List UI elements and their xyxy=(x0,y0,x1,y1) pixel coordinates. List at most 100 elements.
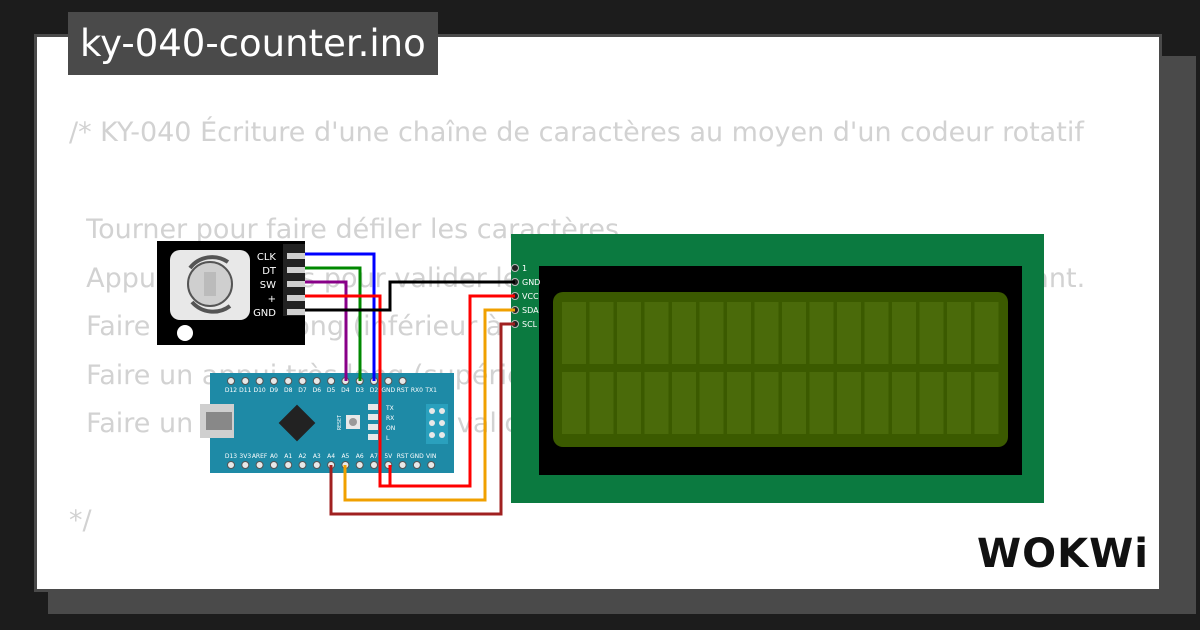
lcd-pin xyxy=(511,264,519,272)
lcd-char-cell xyxy=(974,372,999,434)
nano-pin-label: GND xyxy=(381,387,395,394)
svg-text:WOKWi: WOKWi xyxy=(977,531,1149,577)
lcd-char-cell xyxy=(644,372,669,434)
wire-dt xyxy=(305,266,362,381)
encoder-pin-label: CLK xyxy=(257,252,277,263)
status-led-label: ON xyxy=(386,425,395,432)
nano-pin-label: RST xyxy=(397,387,409,394)
status-led-label: RX xyxy=(386,415,394,422)
nano-pin-label: D4 xyxy=(341,387,350,394)
mcu-chip xyxy=(278,404,316,442)
lcd-char-cell xyxy=(864,372,889,434)
nano-pin xyxy=(269,461,278,469)
lcd-char-cell xyxy=(864,302,889,364)
lcd-char-cell xyxy=(892,372,916,434)
nano-pin-label: D12 xyxy=(225,387,237,394)
nano-pin xyxy=(269,377,278,385)
nano-pin xyxy=(298,377,307,385)
nano-pin xyxy=(398,377,407,385)
nano-pin-label: A4 xyxy=(327,453,335,460)
nano-pin-label: D10 xyxy=(253,387,265,394)
nano-pin xyxy=(227,377,235,385)
nano-pin-label: RX0 xyxy=(411,387,423,394)
reset-button-cap xyxy=(349,418,357,426)
status-led-label: TX xyxy=(385,405,394,412)
reset-label: RESET xyxy=(337,415,343,430)
nano-pin-label: D2 xyxy=(370,387,379,394)
encoder-pin-label: + xyxy=(268,294,276,305)
lcd-char-cell xyxy=(589,302,614,364)
code-line: */ xyxy=(69,505,92,536)
encoder-pin-label: DT xyxy=(262,266,277,277)
nano-pin-label: 5V xyxy=(384,453,393,460)
lcd-char-cell xyxy=(644,302,669,364)
lcd-char-cell xyxy=(919,302,944,364)
nano-pin-label: D11 xyxy=(239,387,251,394)
encoder-pin xyxy=(287,281,305,287)
nano-pin-label: RST xyxy=(397,453,409,460)
lcd-char-cell xyxy=(589,372,614,434)
status-led xyxy=(368,424,378,430)
status-leds: TX RX ON L xyxy=(368,404,395,442)
lcd-char-cell xyxy=(562,302,586,364)
nano-pin-label: GND xyxy=(410,453,424,460)
nano-pin xyxy=(327,377,336,385)
icsp-pin xyxy=(429,408,435,414)
lcd-char-cell xyxy=(617,372,641,434)
status-led-label: L xyxy=(386,435,390,442)
nano-pin-label: D7 xyxy=(298,387,307,394)
rotate-arrow-icon xyxy=(188,255,230,270)
nano-pin-label: D3 xyxy=(355,387,364,394)
nano-pin xyxy=(370,461,378,469)
lcd-char-cell xyxy=(892,302,916,364)
nano-pin-label: A5 xyxy=(341,453,349,460)
lcd-char-cell xyxy=(782,302,806,364)
nano-pin xyxy=(412,461,421,469)
encoder-pin xyxy=(287,253,305,259)
lcd-pin-label: SDA xyxy=(522,306,539,315)
nano-pin-label: A3 xyxy=(313,453,321,460)
file-title: ky-040-counter.ino xyxy=(68,12,438,75)
status-led xyxy=(368,434,378,440)
encoder-pin xyxy=(287,295,305,301)
wokwi-logo: WOKWi xyxy=(977,531,1149,577)
nano-pin-label: A2 xyxy=(299,453,307,460)
lcd-char-cell xyxy=(727,372,751,434)
nano-pin xyxy=(241,377,250,385)
lcd-char-cell xyxy=(837,302,861,364)
nano-pin-label: D6 xyxy=(313,387,322,394)
wires xyxy=(305,252,515,516)
lcd-character-grid xyxy=(562,302,999,434)
wire-scl xyxy=(329,322,515,516)
nano-pin xyxy=(227,461,235,469)
icsp-pin xyxy=(429,432,435,438)
encoder-pin xyxy=(287,267,305,273)
lcd-char-cell xyxy=(754,302,779,364)
nano-pin xyxy=(284,377,293,385)
nano-pin xyxy=(284,461,293,469)
lcd-char-cell xyxy=(699,372,724,434)
nano-pin-label: D9 xyxy=(270,387,279,394)
nano-pin xyxy=(312,377,321,385)
status-led xyxy=(368,414,378,420)
nano-pin-label: D5 xyxy=(327,387,336,394)
nano-pin xyxy=(355,461,364,469)
nano-pin-label: A0 xyxy=(270,453,278,460)
lcd-char-cell xyxy=(754,372,779,434)
icsp-pin xyxy=(439,420,445,426)
code-line: /* KY-040 Écriture d'une chaîne de carac… xyxy=(69,117,1084,148)
nano-pin xyxy=(427,461,436,469)
lcd-char-cell xyxy=(699,302,724,364)
lcd-pin-label: 1 xyxy=(522,264,527,273)
encoder-shaft xyxy=(204,272,216,296)
lcd-char-cell xyxy=(974,302,999,364)
lcd-pin-label: SCL xyxy=(522,320,538,329)
nano-pin-label: VIN xyxy=(426,453,436,460)
nano-pin xyxy=(398,461,407,469)
